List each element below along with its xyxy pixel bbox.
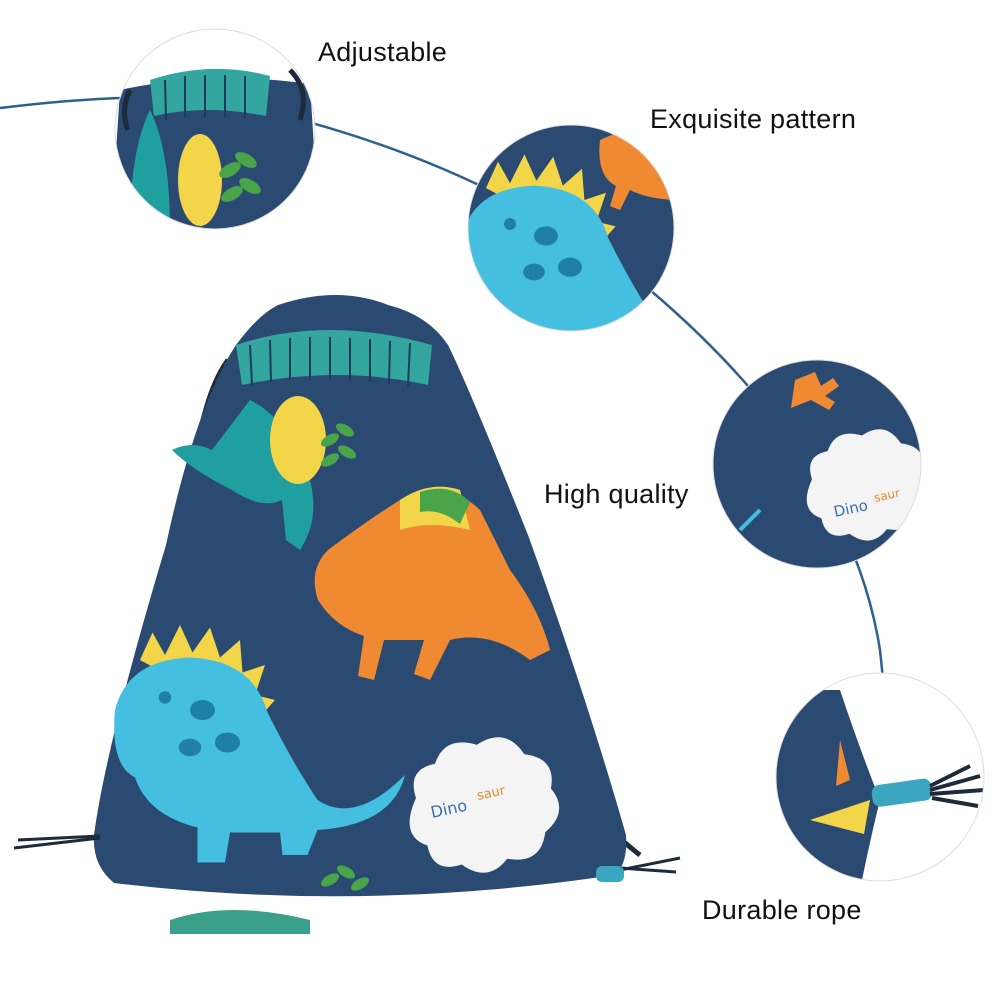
detail-circle-rope: [776, 673, 984, 881]
drawstring-bag-image: Dino saur: [13, 295, 681, 934]
svg-text:saur: saur: [873, 486, 902, 505]
feature-label-quality: High quality: [544, 479, 689, 509]
feature-label-pattern: Exquisite pattern: [650, 104, 857, 134]
feature-label-rope: Durable rope: [702, 895, 862, 925]
detail-circle-pattern: [468, 125, 674, 331]
svg-text:saur: saur: [476, 783, 507, 804]
detail-circle-quality: Dino saur: [713, 360, 921, 568]
feature-label-adjustable: Adjustable: [318, 37, 448, 67]
detail-circle-adjustable: [115, 29, 315, 229]
